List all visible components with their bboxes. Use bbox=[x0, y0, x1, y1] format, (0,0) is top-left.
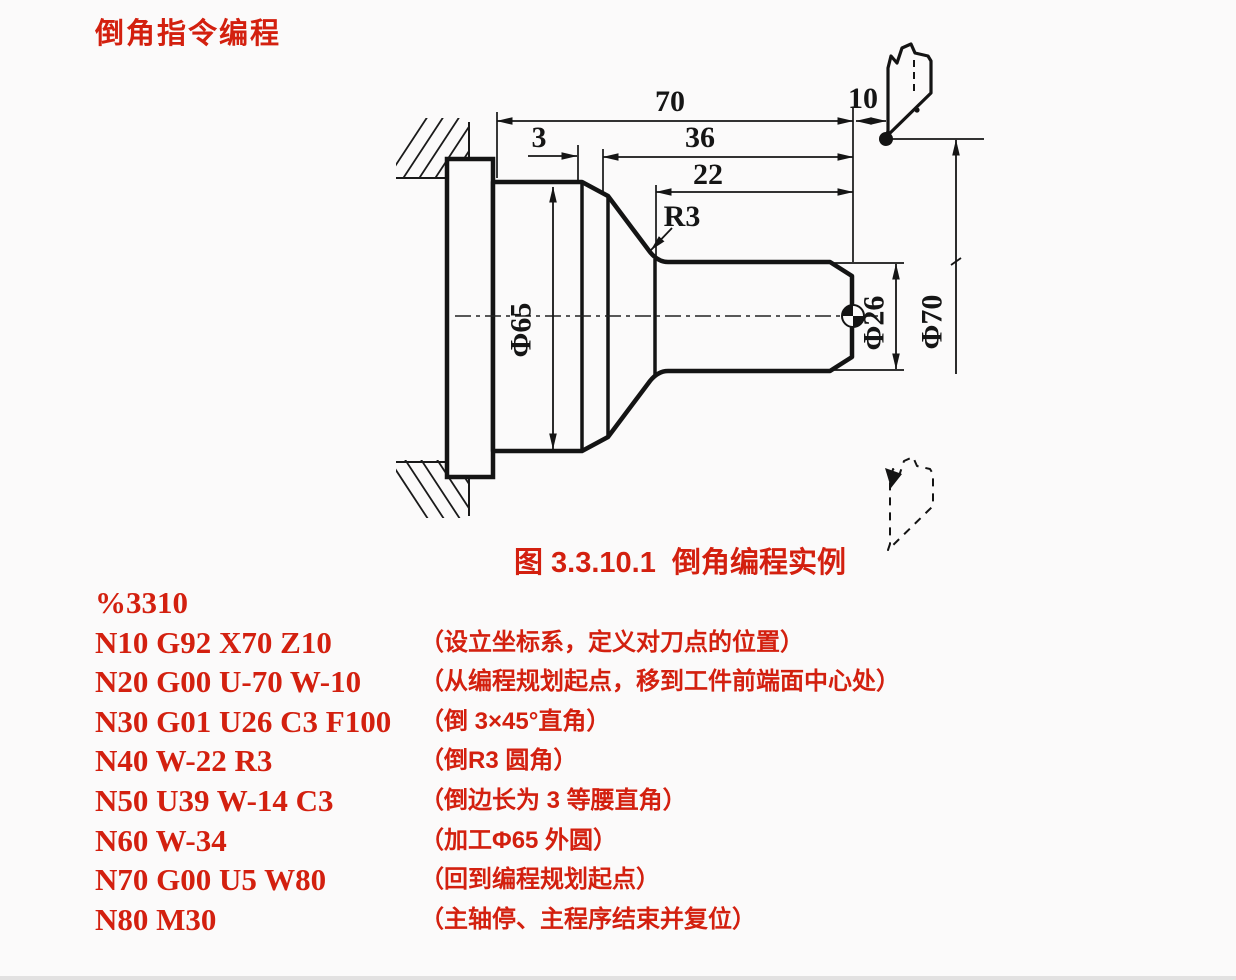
program-comment: （倒边长为 3 等腰直角） bbox=[420, 787, 687, 814]
program-line: N60 W-34 （加工Φ65 外圆） bbox=[0, 821, 1236, 861]
program-comment: （加工Φ65 外圆） bbox=[420, 827, 618, 854]
program-code: N40 W-22 R3 bbox=[95, 743, 273, 778]
dim-dia70-label: Φ70 bbox=[916, 295, 949, 350]
program-code: N30 G01 U26 C3 F100 bbox=[95, 704, 392, 739]
cutting-tool bbox=[879, 42, 933, 146]
dim-3-label: 3 bbox=[532, 121, 547, 154]
program-line: N30 G01 U26 C3 F100 （倒 3×45°直角） bbox=[0, 702, 1236, 742]
dim-70-label: 70 bbox=[655, 85, 685, 118]
program-line: N70 G00 U5 W80 （回到编程规划起点） bbox=[0, 860, 1236, 900]
program-comment: （回到编程规划起点） bbox=[420, 866, 660, 893]
program-code: N20 G00 U-70 W-10 bbox=[95, 664, 362, 699]
program-comment: （设立坐标系，定义对刀点的位置） bbox=[420, 629, 804, 656]
program-comment: （倒 3×45°直角） bbox=[420, 708, 611, 735]
chuck-hatch-borders bbox=[396, 122, 470, 516]
program-line: %3310 bbox=[0, 583, 1236, 623]
ghost-tool-arrow bbox=[885, 468, 902, 488]
tool-detail-dot bbox=[914, 107, 920, 113]
bottom-edge-strip bbox=[0, 976, 1236, 980]
program-code: N50 U39 W-14 C3 bbox=[95, 783, 334, 818]
program-code: %3310 bbox=[95, 585, 188, 620]
chuck-flange bbox=[444, 156, 496, 480]
dimension-lines bbox=[496, 117, 962, 450]
dim-22-label: 22 bbox=[693, 158, 723, 191]
program-comment: （从编程规划起点，移到工件前端面中心处） bbox=[420, 668, 900, 695]
figure-caption: 图 3.3.10.1 倒角编程实例 bbox=[514, 547, 846, 579]
program-code: N60 W-34 bbox=[95, 823, 227, 858]
dim-dia65-label: Φ65 bbox=[505, 303, 538, 358]
program-line: N80 M30 （主轴停、主程序结束并复位） bbox=[0, 900, 1236, 940]
program-code: N80 M30 bbox=[95, 902, 217, 937]
program-comment: （倒R3 圆角） bbox=[420, 747, 578, 774]
dim-36-label: 36 bbox=[685, 121, 715, 154]
center-target-symbol bbox=[841, 304, 865, 328]
program-code: N70 G00 U5 W80 bbox=[95, 862, 327, 897]
tool-tip-dot bbox=[879, 132, 893, 146]
ghost-tool bbox=[885, 456, 934, 551]
page-title: 倒角指令编程 bbox=[95, 18, 282, 50]
extension-lines bbox=[496, 108, 984, 371]
program-comment: （主轴停、主程序结束并复位） bbox=[420, 906, 756, 933]
dim-dia70-break-mark bbox=[950, 257, 962, 266]
program-code: N10 G92 X70 Z10 bbox=[95, 625, 332, 660]
program-line: N10 G92 X70 Z10 （设立坐标系，定义对刀点的位置） bbox=[0, 623, 1236, 663]
program-line: N40 W-22 R3 （倒R3 圆角） bbox=[0, 741, 1236, 781]
dim-10-label: 10 bbox=[848, 82, 878, 115]
r3-leader-line bbox=[650, 227, 673, 251]
dim-dia26-label: Φ26 bbox=[858, 296, 891, 351]
program-line: N20 G00 U-70 W-10 （从编程规划起点，移到工件前端面中心处） bbox=[0, 662, 1236, 702]
program-line: N50 U39 W-14 C3 （倒边长为 3 等腰直角） bbox=[0, 781, 1236, 821]
dim-r3-label: R3 bbox=[664, 200, 701, 233]
